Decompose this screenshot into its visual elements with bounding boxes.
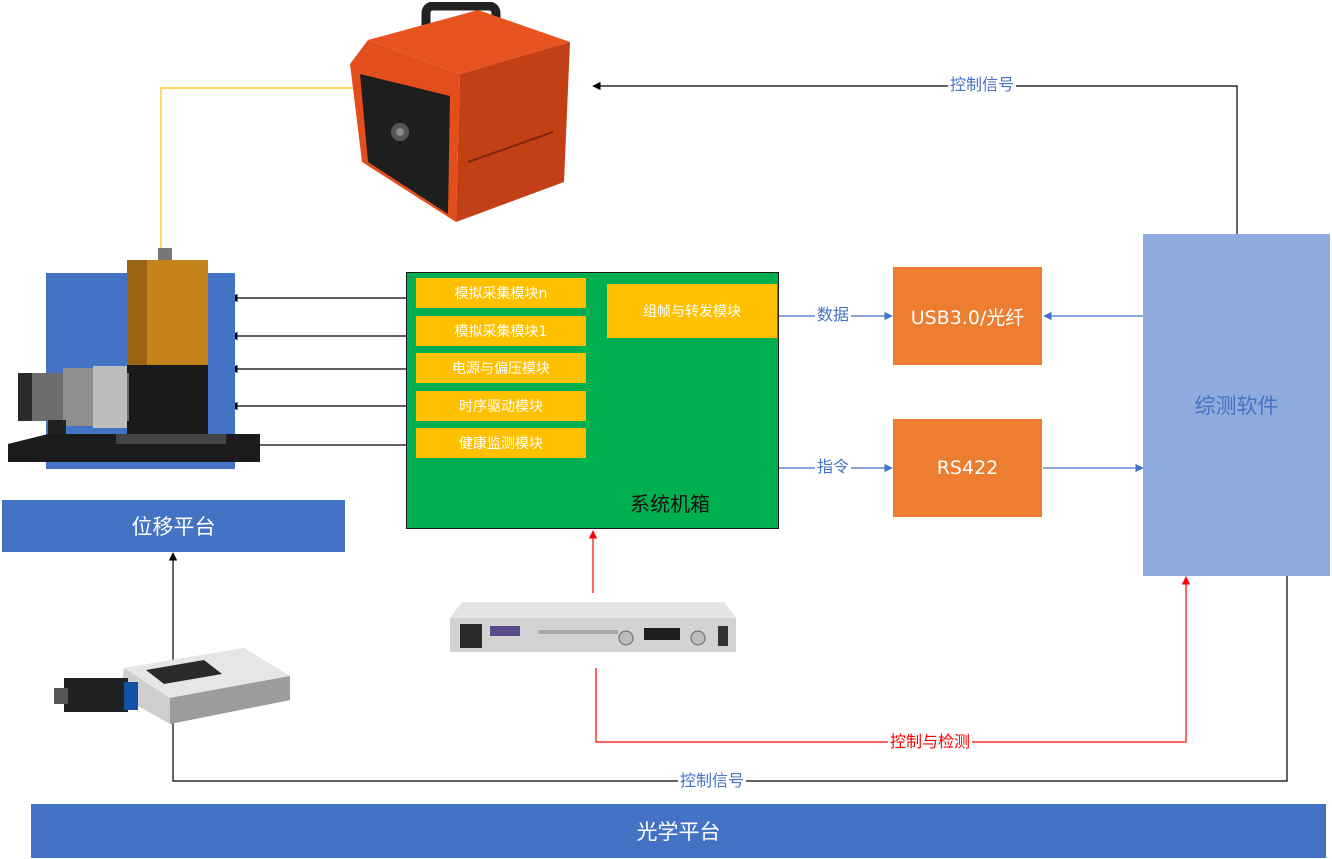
control-signal-top-link [592,81,1238,235]
camera-on-mount-icon [8,248,260,469]
light-to-camera-link [160,87,370,250]
control-signal-bottom-link [168,552,1288,782]
rs422-interface: RS422 [893,419,1042,517]
linear-stage-icon [54,648,290,724]
module-analog-acq-1: 模拟采集模块1 [416,316,586,346]
chassis-title: 系统机箱 [630,492,710,516]
usb-fiber-interface: USB3.0/光纤 [893,267,1042,365]
displacement-platform: 位移平台 [2,500,345,552]
link-label-control-signal-top: 控制信号 [948,75,1017,94]
link-label-control-detect: 控制与检测 [888,732,973,751]
test-software: 综测软件 [1143,234,1330,576]
module-analog-acq-n: 模拟采集模块n [416,278,586,308]
link-label-data: 数据 [815,305,852,324]
power-supply-icon [450,602,736,652]
module-framing-forward: 组帧与转发模块 [607,284,777,338]
module-timing-drive: 时序驱动模块 [416,391,586,421]
link-label-command: 指令 [815,457,852,476]
light-source-icon [350,2,570,222]
module-power-bias: 电源与偏压模块 [416,353,586,383]
optical-platform: 光学平台 [31,804,1326,858]
link-label-control-signal-bottom: 控制信号 [678,771,747,790]
module-health-monitor: 健康监测模块 [416,428,586,458]
